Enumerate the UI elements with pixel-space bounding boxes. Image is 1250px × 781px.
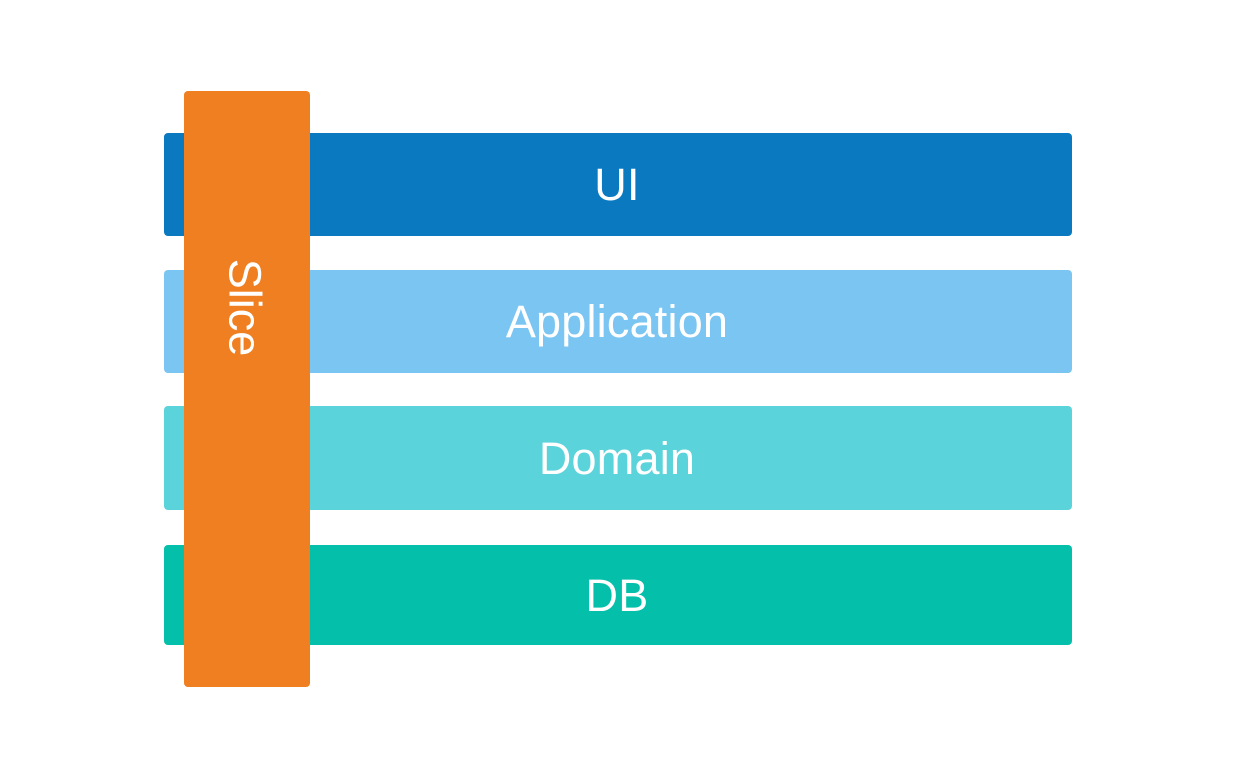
layer-bar-domain[interactable]: Domain xyxy=(164,406,1072,510)
layer-bar-application[interactable]: Application xyxy=(164,270,1072,373)
layer-label-application: Application xyxy=(505,296,729,347)
layer-label-db: DB xyxy=(585,569,649,621)
layer-bar-ui[interactable]: UI xyxy=(164,133,1072,236)
layer-bar-db[interactable]: DB xyxy=(164,545,1072,645)
slice-bar[interactable]: Slice xyxy=(184,91,310,687)
layer-label-ui: UI xyxy=(594,159,640,210)
slice-label: Slice xyxy=(219,258,271,356)
layer-label-domain: Domain xyxy=(538,432,696,484)
